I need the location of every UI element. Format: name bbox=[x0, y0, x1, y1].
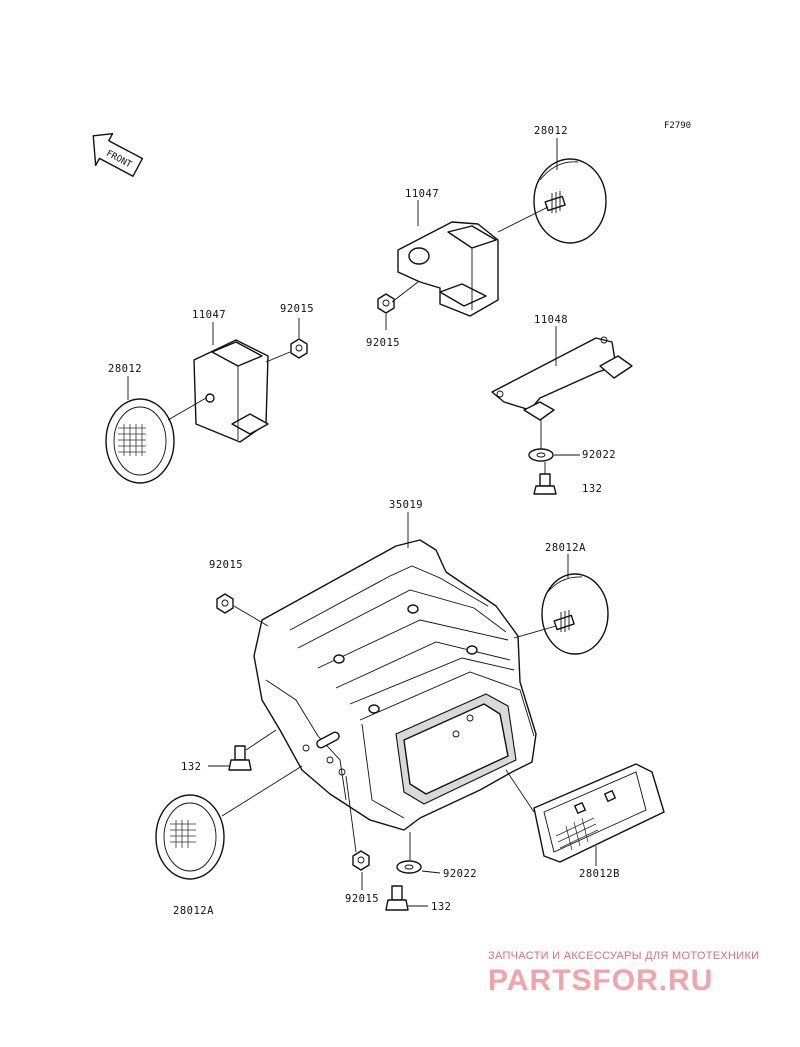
round-reflector-left bbox=[105, 398, 175, 484]
callout-11048: 11048 bbox=[534, 314, 568, 326]
front-arrow-icon: FRONT bbox=[92, 132, 144, 177]
bracket-top-center bbox=[397, 221, 499, 317]
callout-28012B: 28012B bbox=[579, 868, 620, 880]
callout-92015-left: 92015 bbox=[280, 303, 314, 315]
figure-code: F2790 bbox=[664, 121, 691, 131]
bolt-bottom bbox=[385, 885, 409, 911]
callout-132-left: 132 bbox=[181, 761, 201, 773]
callout-35019: 35019 bbox=[389, 499, 423, 511]
bracket-left bbox=[193, 339, 269, 443]
bolt-left bbox=[228, 745, 252, 771]
callout-92022-bottom: 92022 bbox=[443, 868, 477, 880]
watermark-tagline: ЗАПЧАСТИ И АКСЕССУАРЫ ДЛЯ МОТОТЕХНИКИ bbox=[488, 950, 760, 962]
callout-132-right: 132 bbox=[582, 483, 602, 495]
callout-28012A-bottom: 28012A bbox=[173, 905, 214, 917]
callout-28012-top: 28012 bbox=[534, 125, 568, 137]
callout-92015-top: 92015 bbox=[366, 337, 400, 349]
nut-left bbox=[290, 338, 308, 359]
callout-92022-right: 92022 bbox=[582, 449, 616, 461]
license-mount-35019 bbox=[253, 539, 537, 831]
bracket-right bbox=[491, 336, 633, 421]
round-reflector-right-a bbox=[541, 573, 609, 655]
watermark-logo: PARTSFOR.RU bbox=[488, 964, 714, 997]
rect-reflector-28012B bbox=[533, 763, 665, 863]
callout-28012-left: 28012 bbox=[108, 363, 142, 375]
nut-center-left bbox=[216, 593, 234, 614]
nut-top-center bbox=[377, 293, 395, 314]
washer-right bbox=[528, 448, 554, 462]
callout-92015-center: 92015 bbox=[209, 559, 243, 571]
round-reflector-bottom-left bbox=[155, 794, 225, 880]
washer-bottom bbox=[396, 860, 422, 874]
bolt-right bbox=[533, 473, 557, 495]
callout-92015-bottom: 92015 bbox=[345, 893, 379, 905]
callout-28012A-right: 28012A bbox=[545, 542, 586, 554]
callout-11047-left: 11047 bbox=[192, 309, 226, 321]
callout-132-bottom: 132 bbox=[431, 901, 451, 913]
round-reflector-top-right bbox=[533, 158, 607, 244]
nut-bottom bbox=[352, 850, 370, 871]
callout-11047-top: 11047 bbox=[405, 188, 439, 200]
